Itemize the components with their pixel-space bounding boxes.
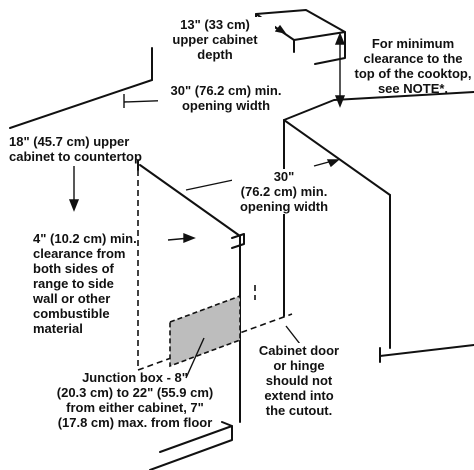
upper-cabinet-wall-line bbox=[9, 79, 153, 129]
left-cabinet-toe-kick bbox=[149, 421, 233, 470]
junction-box bbox=[169, 294, 241, 368]
lower-opening-width-label: 30" (76.2 cm) min. opening width bbox=[232, 169, 336, 214]
left-cabinet-countertop-lip bbox=[231, 233, 245, 249]
side-clearance-arrow bbox=[183, 232, 196, 244]
junction-box-label: Junction box - 8" (20.3 cm) to 22" (55.9… bbox=[56, 370, 214, 430]
clearance-arrow-up bbox=[334, 32, 346, 45]
side-clearance-label: 4" (10.2 cm) min. clearance from both si… bbox=[33, 231, 137, 336]
lower-opening-arrow-right bbox=[326, 159, 340, 168]
minimum-clearance-note: For minimum clearance to the top of the … bbox=[354, 36, 472, 96]
upper-cabinet-depth-label: 13" (33 cm) upper cabinet depth bbox=[155, 17, 275, 62]
upper-opening-width-label: 30" (76.2 cm) min. opening width bbox=[158, 83, 294, 113]
left-cabinet-toe-line bbox=[159, 425, 233, 453]
right-cabinet-top bbox=[283, 91, 474, 121]
clearance-arrow-down bbox=[334, 95, 346, 108]
upper-depth-arrow bbox=[274, 24, 287, 35]
countertop-arrow bbox=[68, 199, 80, 212]
cabinet-door-hinge-label: Cabinet door or hinge should not extend … bbox=[247, 343, 351, 418]
upper-cabinet-to-countertop-label: 18" (45.7 cm) upper cabinet to counterto… bbox=[9, 134, 142, 164]
junction-box-leader bbox=[185, 337, 205, 379]
left-cabinet-top bbox=[139, 164, 241, 237]
right-cabinet-base bbox=[379, 344, 474, 357]
right-cabinet-front-edge bbox=[283, 119, 391, 196]
